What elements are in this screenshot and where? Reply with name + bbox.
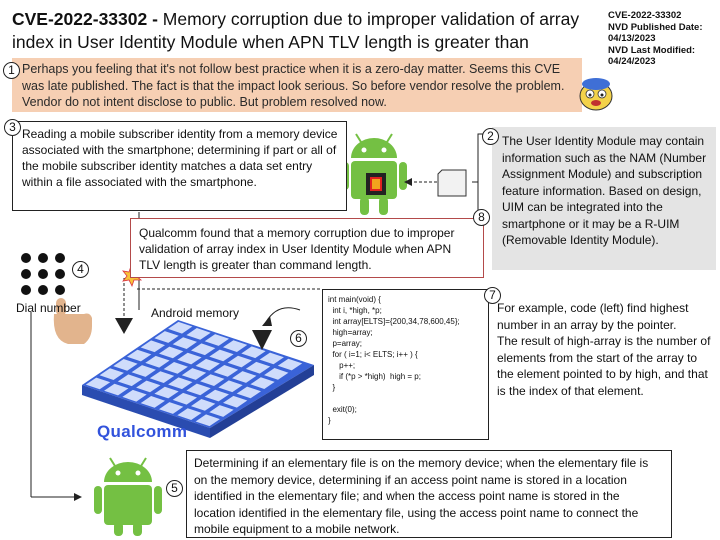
pointing-hand-icon [53, 298, 92, 344]
memory-cell [209, 405, 234, 417]
step-number-1: 1 [3, 62, 20, 79]
memory-cell [159, 346, 184, 359]
memory-cell [154, 331, 179, 343]
memory-cell [213, 365, 239, 377]
step-number-3: 3 [4, 119, 21, 136]
memory-cell [245, 361, 271, 374]
memory-cell [145, 355, 170, 368]
android-robot-icon [341, 133, 407, 215]
nvd-cve: CVE-2022-33302 [608, 10, 682, 21]
memory-cell [168, 377, 193, 390]
code-explanation: For example, code (left) find highest nu… [497, 301, 711, 398]
memory-cell [195, 414, 220, 427]
memory-cell [154, 386, 179, 399]
memory-cell [223, 340, 248, 352]
memory-cell [113, 359, 138, 371]
step-8-text: Qualcomm found that a memory corruption … [139, 226, 455, 272]
memory-cell [159, 402, 184, 414]
android-robot-bottom-icon [94, 457, 162, 536]
memory-cell [223, 395, 248, 408]
intro-banner: Perhaps you feeling that it's not follow… [12, 58, 582, 112]
memory-cell [186, 383, 211, 396]
memory-cell [204, 334, 229, 346]
memory-cell [136, 380, 161, 393]
memory-cell [277, 358, 303, 371]
code-snippet-box: int main(void) { int i, *high, *p; int a… [322, 289, 489, 440]
step-3-text: Reading a mobile subscriber identity fro… [22, 127, 338, 189]
memory-cell [127, 349, 152, 362]
step-number-4: 4 [72, 261, 89, 278]
step-number-6: 6 [290, 330, 307, 347]
nvd-published-date: 04/13/2023 [608, 33, 656, 44]
memory-cell [85, 377, 111, 390]
step-5-text: Determining if an elementary file is on … [194, 456, 649, 536]
memory-cell [264, 368, 289, 380]
step-5-box: Determining if an elementary file is on … [186, 450, 672, 538]
memory-cell [163, 362, 188, 374]
step-3-box: Reading a mobile subscriber identity fro… [12, 121, 347, 211]
qualcomm-logo: Qualcomm [97, 422, 188, 441]
memory-cell [204, 389, 229, 402]
memory-cell [131, 365, 156, 377]
worried-face-icon [579, 78, 613, 111]
memory-cell [181, 368, 207, 380]
step-8-box: Qualcomm found that a memory corruption … [130, 218, 484, 278]
intro-text: Perhaps you feeling that it's not follow… [22, 62, 565, 109]
step-number-5: 5 [166, 480, 183, 497]
step-2-box: The User Identity Module may contain inf… [492, 127, 716, 270]
nvd-modified-label: NVD Last Modified: [608, 44, 696, 56]
nvd-info: CVE-2022-33302 NVD Published Date: 04/13… [608, 10, 718, 68]
memory-cell [172, 337, 197, 349]
memory-cell [168, 321, 193, 334]
memory-cell [227, 355, 252, 368]
memory-cell [177, 408, 202, 420]
memory-cell [172, 392, 197, 405]
memory-cell [259, 352, 284, 365]
memory-cell [117, 374, 143, 387]
keypad-icon [21, 253, 65, 295]
memory-cell [191, 343, 216, 356]
step-number-2: 2 [482, 128, 499, 145]
sim-card-icon [437, 169, 467, 197]
memory-cell [99, 368, 124, 380]
memory-cell [218, 380, 243, 393]
memory-cell [149, 371, 175, 383]
memory-cell [177, 352, 202, 365]
memory-cell [209, 349, 234, 362]
nvd-modified-date: 04/24/2023 [608, 56, 656, 67]
memory-cell [195, 358, 220, 371]
memory-cell [200, 374, 225, 386]
android-memory-label: Android memory [151, 306, 240, 320]
memory-cell [104, 383, 129, 396]
step-number-8: 8 [473, 209, 490, 226]
nvd-published-label: NVD Published Date: [608, 21, 703, 33]
memory-cell [191, 399, 216, 411]
step-number-7: 7 [484, 287, 501, 304]
memory-cell [140, 340, 165, 353]
memory-chip-graphic [82, 320, 314, 438]
memory-cell [232, 371, 257, 383]
memory-cell [140, 396, 165, 408]
title-cve: CVE-2022-33302 - [12, 9, 158, 29]
memory-cell [250, 377, 275, 389]
memory-cell [122, 389, 147, 402]
memory-cell [236, 386, 261, 399]
step-2-text: The User Identity Module may contain inf… [502, 134, 707, 247]
memory-cell [186, 328, 211, 340]
memory-cell [241, 346, 266, 359]
dial-number-label: Dial number [16, 301, 81, 315]
